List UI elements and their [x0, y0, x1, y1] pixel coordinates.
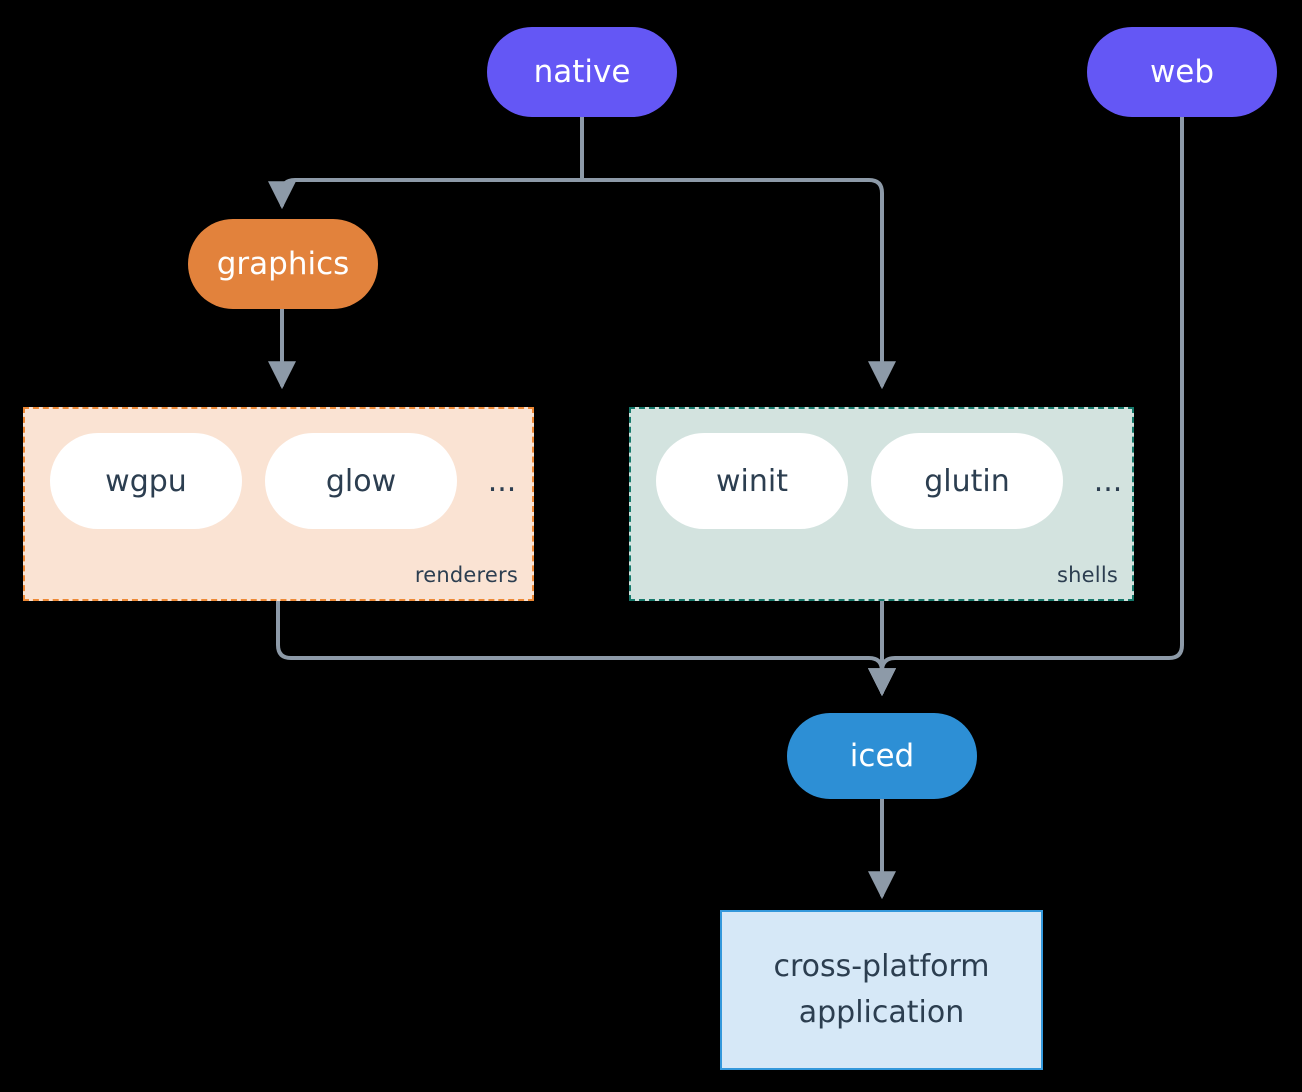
- group-shells-label: shells: [1057, 563, 1118, 587]
- node-graphics-label: graphics: [216, 245, 350, 282]
- node-application-label-line2: application: [798, 995, 965, 1030]
- edge-native-shells: [580, 178, 896, 390]
- node-winit[interactable]: winit: [656, 433, 848, 529]
- node-glow[interactable]: glow: [265, 433, 457, 529]
- node-application-label-line1: cross-platform: [773, 948, 990, 984]
- node-graphics[interactable]: graphics: [188, 219, 378, 309]
- group-renderers-label: renderers: [414, 563, 518, 587]
- node-iced-label: iced: [849, 737, 915, 774]
- renderers-more-ellipsis: ...: [487, 463, 517, 499]
- node-glutin-label: glutin: [924, 463, 1010, 499]
- node-wgpu[interactable]: wgpu: [50, 433, 242, 529]
- node-wgpu-label: wgpu: [105, 463, 187, 499]
- node-cross-platform-application[interactable]: cross-platform application: [720, 910, 1043, 1070]
- edge-renderers-iced: [276, 599, 896, 697]
- node-glutin[interactable]: glutin: [871, 433, 1063, 529]
- node-web[interactable]: web: [1087, 27, 1277, 117]
- node-native[interactable]: native: [487, 27, 677, 117]
- node-iced[interactable]: iced: [787, 713, 977, 799]
- node-web-label: web: [1149, 53, 1215, 90]
- edge-web-iced: [868, 115, 1184, 697]
- node-winit-label: winit: [716, 463, 788, 499]
- node-native-label: native: [533, 53, 631, 90]
- group-renderers[interactable]: wgpu glow ... renderers: [23, 407, 534, 601]
- shells-more-ellipsis: ...: [1093, 463, 1123, 499]
- group-shells[interactable]: winit glutin ... shells: [629, 407, 1134, 601]
- node-glow-label: glow: [325, 463, 397, 499]
- edge-native-graphics: [268, 178, 584, 210]
